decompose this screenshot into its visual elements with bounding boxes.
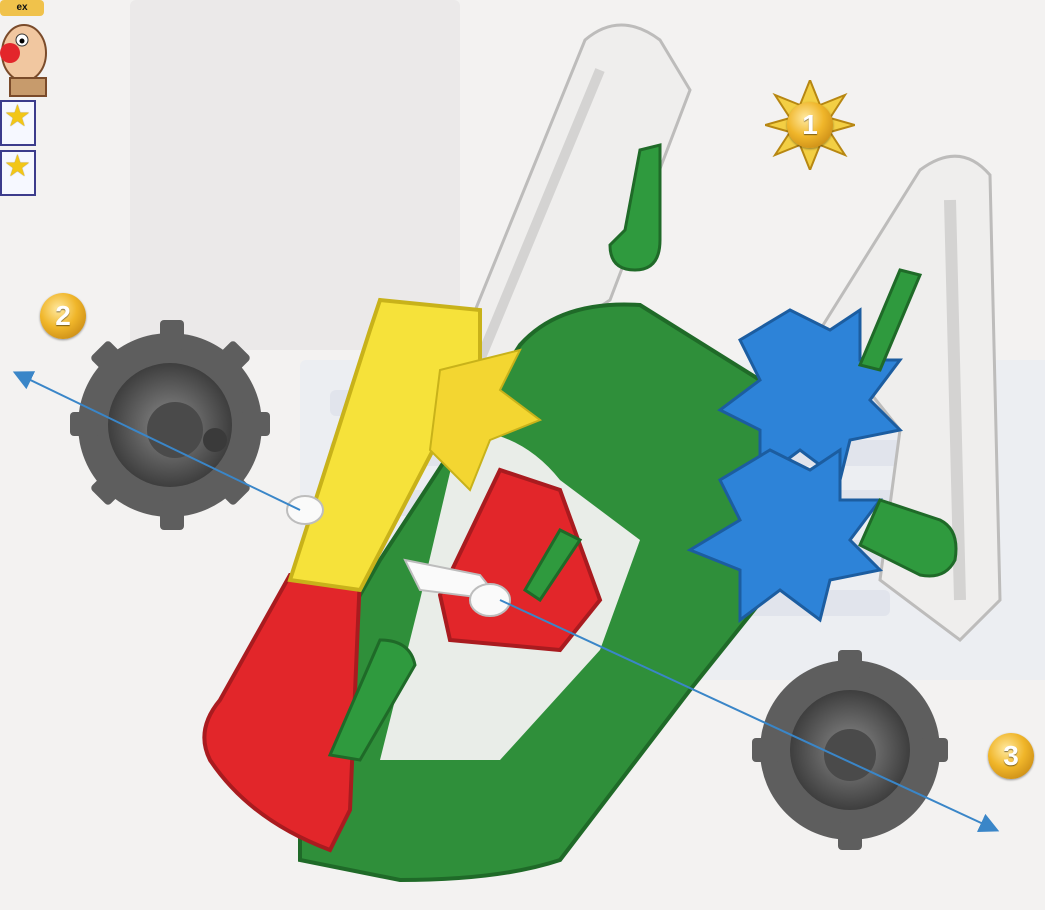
gear-right bbox=[752, 650, 948, 850]
white-axle-left bbox=[287, 496, 323, 524]
step-3-badge: 3 bbox=[988, 733, 1034, 779]
gear-left bbox=[70, 320, 270, 530]
step-1-badge: 1 bbox=[787, 102, 833, 148]
red-corner-bottom-left bbox=[204, 575, 360, 850]
step-2-badge: 2 bbox=[40, 293, 86, 339]
